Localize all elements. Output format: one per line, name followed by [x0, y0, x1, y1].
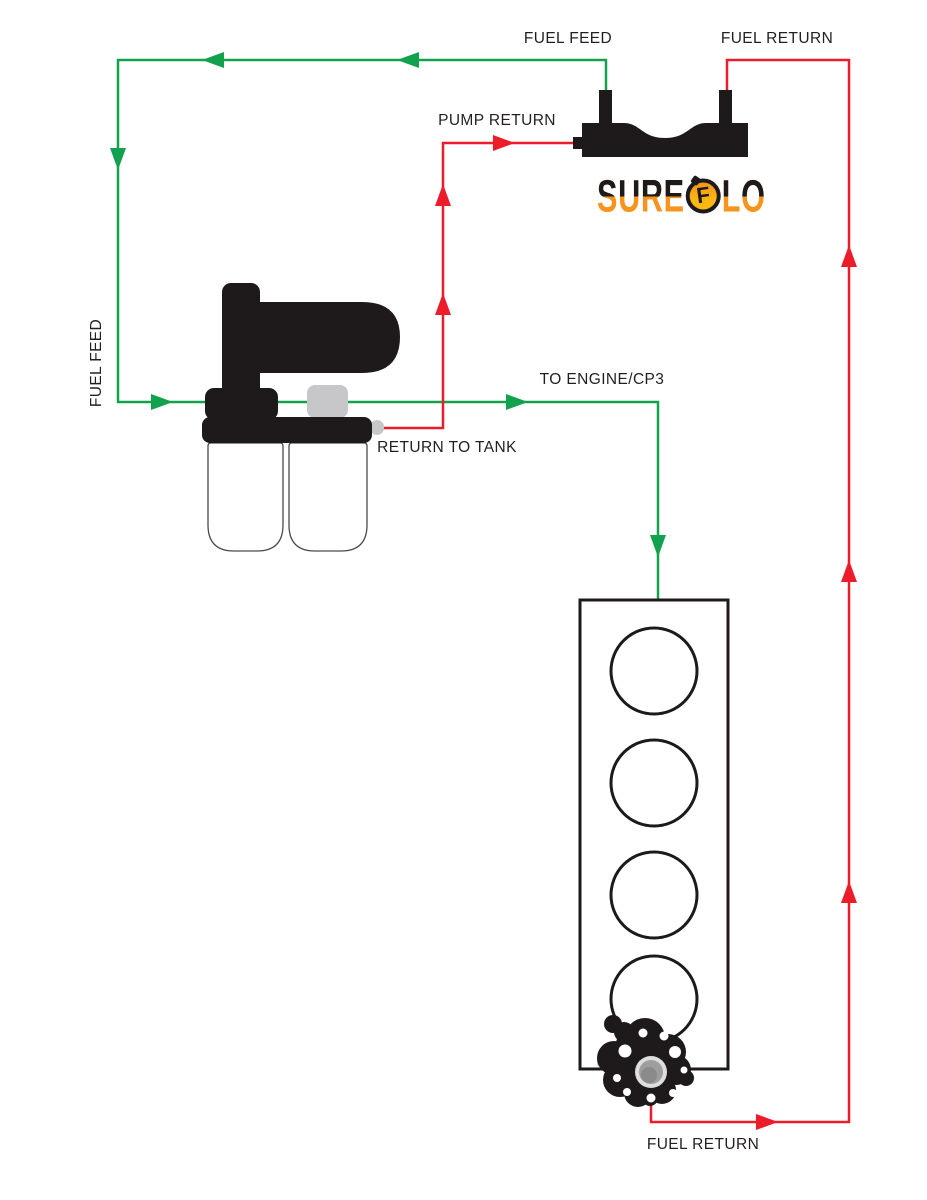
cylinder-1 — [609, 626, 699, 716]
label-fuel-feed-left: FUEL FEED — [88, 318, 105, 408]
label-to-engine-cp3: TO ENGINE/CP3 — [539, 371, 665, 388]
cylinder-2 — [609, 738, 699, 828]
filter-head-bar — [202, 417, 372, 443]
feed-arrowhead-right-2 — [506, 394, 528, 410]
filter-canister-right — [288, 442, 368, 552]
sure-flo-logo: SURE SURE F LO LO — [556, 174, 787, 219]
cylinder-3 — [609, 850, 699, 940]
logo-f-monogram-icon: F — [685, 178, 721, 214]
feed-arrowhead-down-1 — [110, 148, 126, 170]
cp3-bolt-holes — [613, 1028, 688, 1103]
sump-body — [573, 90, 748, 157]
fuel-feed-path — [116, 58, 660, 599]
filter-head-upper — [205, 388, 278, 420]
label-pump-return: PUMP RETURN — [438, 112, 556, 129]
label-return-to-tank: RETURN TO TANK — [377, 439, 517, 456]
filter-canister-left — [207, 442, 284, 552]
engine-return-path — [649, 58, 851, 1124]
return-arrowhead-up-5 — [841, 245, 857, 267]
feed-arrowhead-left-1 — [202, 52, 224, 68]
return-arrowhead-up-3 — [841, 881, 857, 903]
pump-filter-assembly-icon — [202, 283, 400, 552]
return-arrowhead-up-1 — [435, 293, 451, 315]
fuel-sump-icon — [573, 90, 748, 157]
fuel-feed-line — [110, 52, 666, 599]
feed-arrowhead-right-1 — [151, 394, 173, 410]
cp3-shaft-boss-inner — [641, 1067, 657, 1083]
engine-return-line — [649, 58, 857, 1130]
pump-return-line — [380, 135, 573, 430]
return-arrowhead-up-4 — [841, 560, 857, 582]
label-fuel-return-bottom: FUEL RETURN — [646, 1136, 760, 1153]
logo-word-lo: LO LO — [721, 170, 766, 222]
feed-arrowhead-left-2 — [397, 52, 419, 68]
return-arrowhead-right-2 — [756, 1114, 778, 1130]
cp3-pump-icon — [597, 1015, 694, 1107]
return-arrowhead-right-1 — [493, 135, 515, 151]
logo-word-sure: SURE SURE — [597, 170, 685, 222]
pump-motor-body — [252, 302, 400, 373]
return-arrowhead-up-2 — [435, 184, 451, 206]
label-fuel-return-top: FUEL RETURN — [720, 30, 834, 47]
engine-block-icon — [578, 598, 730, 1071]
label-fuel-feed-top: FUEL FEED — [523, 30, 613, 47]
return-port-nub — [370, 420, 384, 435]
pump-connector-block — [307, 385, 348, 418]
feed-arrowhead-down-2 — [650, 535, 666, 557]
